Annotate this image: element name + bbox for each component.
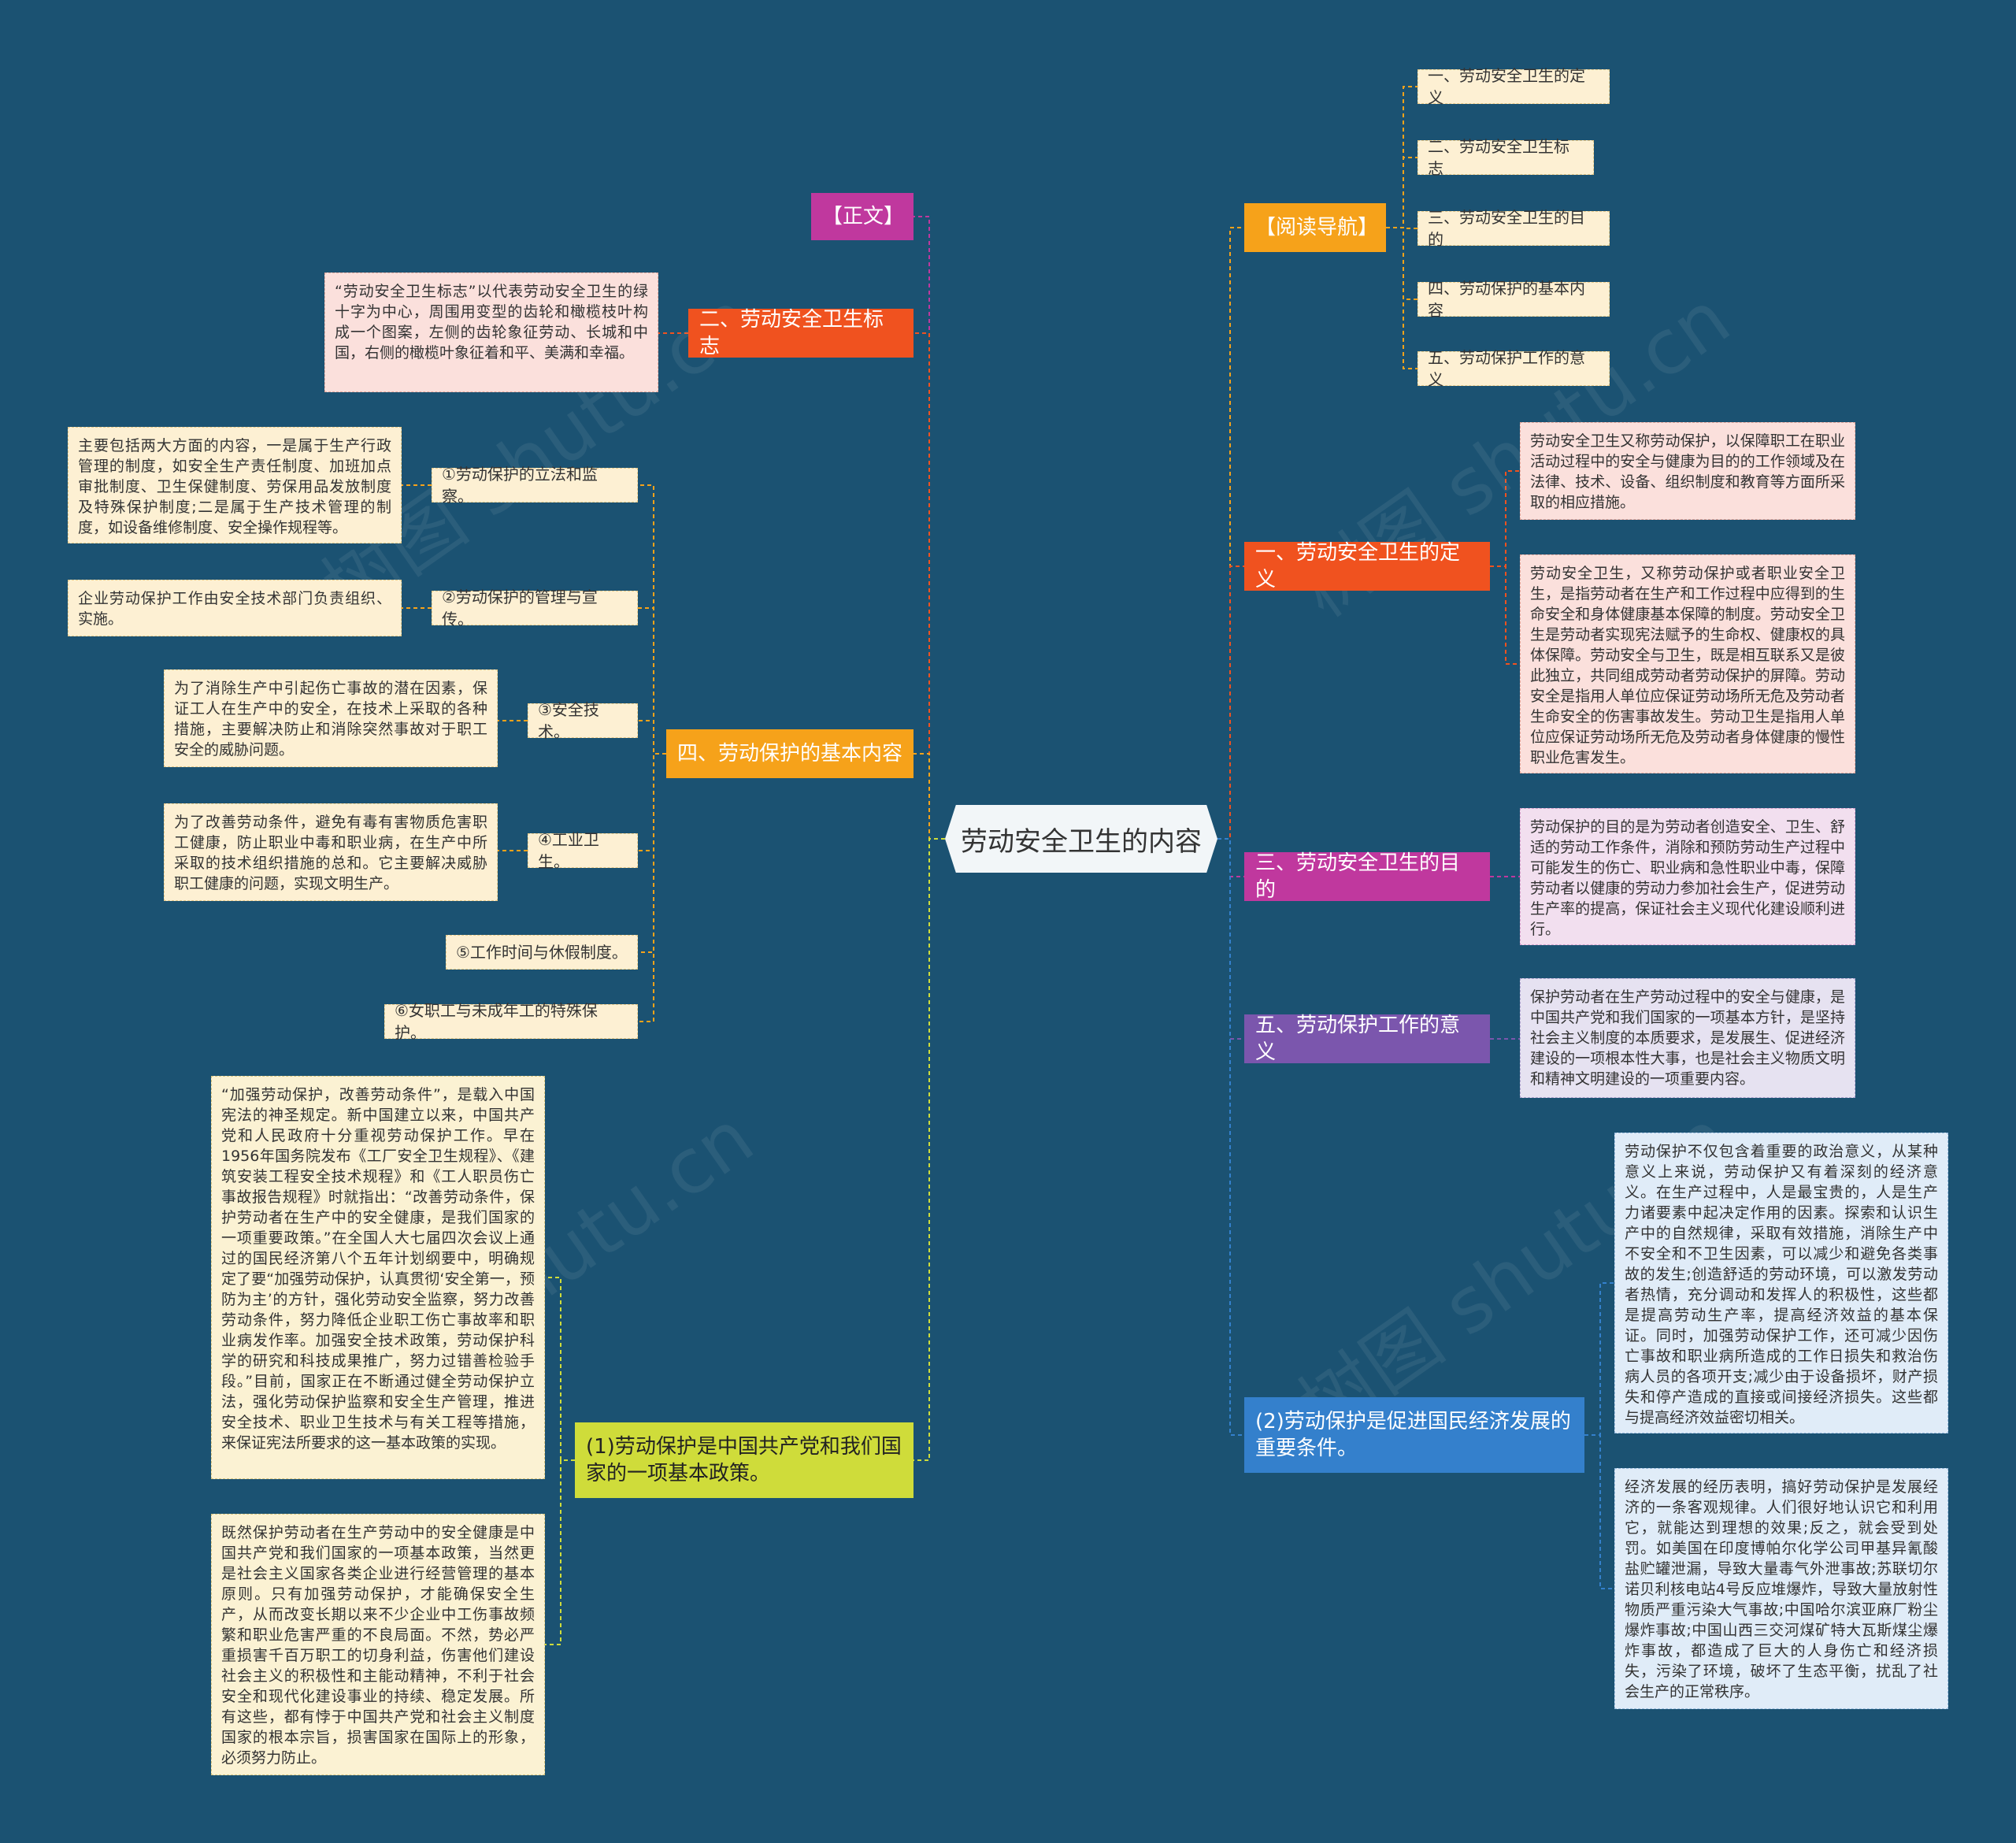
guide-item-2[interactable]: 二、劳动安全卫生标志: [1418, 137, 1594, 178]
connector-line: [1584, 1282, 1614, 1436]
connector-line: [914, 838, 945, 1461]
topic-safety-sign[interactable]: 二、劳动安全卫生标志: [688, 308, 914, 358]
connector-line: [1490, 566, 1520, 665]
guide-item-4[interactable]: 四、劳动保护的基本内容: [1418, 279, 1610, 320]
note-management: 企业劳动保护工作由安全技术部门负责组织、实施。: [68, 580, 402, 636]
note-safety-sign: “劳动安全卫生标志”以代表劳动安全卫生的绿十字为中心，周围用变型的齿轮和橄榄枝叶…: [324, 273, 658, 392]
note-significance: 保护劳动者在生产劳动过程中的安全与健康，是中国共产党和我们国家的一项基本方针，是…: [1520, 978, 1855, 1098]
connector-line: [1217, 838, 1244, 1040]
connector-line: [1217, 227, 1244, 840]
connector-line: [914, 753, 945, 840]
note-industrial-hygiene: 为了改善劳动条件，避免有毒有害物质危害职工健康，防止职业中毒和职业病，在生产中所…: [164, 803, 498, 901]
topic-basic-policy[interactable]: (1)劳动保护是中国共产党和我们国家的一项基本政策。: [575, 1422, 914, 1498]
topic-definition[interactable]: 一、劳动安全卫生的定义: [1244, 541, 1490, 591]
subtopic-working-hours[interactable]: ⑤工作时间与休假制度。: [446, 935, 638, 970]
connector-line: [1217, 838, 1244, 1436]
topic-economic-condition[interactable]: (2)劳动保护是促进国民经济发展的重要条件。: [1244, 1397, 1584, 1473]
note-economic-1: 劳动保护不仅包含着重要的政治意义，从某种意义上来说，劳动保护又有着深刻的经济意义…: [1614, 1133, 1948, 1433]
connector-line: [638, 753, 666, 851]
note-policy-1: “加强劳动保护，改善劳动条件”，是载入中国宪法的神圣规定。新中国建立以来，中国共…: [211, 1076, 545, 1479]
topic-basic-content[interactable]: 四、劳动保护的基本内容: [666, 729, 914, 778]
connector-line: [1386, 227, 1418, 369]
connector-line: [1386, 157, 1418, 228]
note-policy-2: 既然保护劳动者在生产劳动中的安全健康是中国共产党和我们国家的一项基本政策，当然更…: [211, 1514, 545, 1775]
root-topic[interactable]: 劳动安全卫生的内容: [945, 805, 1217, 873]
note-purpose: 劳动保护的目的是为劳动者创造安全、卫生、舒适的劳动工作条件，消除和预防劳动生产过…: [1520, 808, 1855, 945]
guide-item-5[interactable]: 五、劳动保护工作的意义: [1418, 348, 1610, 389]
topic-purpose[interactable]: 三、劳动安全卫生的目的: [1244, 851, 1490, 902]
connector-line: [1584, 1434, 1614, 1589]
connector-line: [1386, 86, 1418, 228]
connector-line: [1490, 470, 1520, 567]
subtopic-special-protection[interactable]: ⑥女职工与未成年工的特殊保护。: [384, 1001, 638, 1042]
connector-line: [545, 1277, 575, 1461]
guide-item-3[interactable]: 三、劳动安全卫生的目的: [1418, 208, 1610, 249]
connector-line: [1217, 566, 1244, 840]
connector-line: [638, 753, 666, 953]
connector-line: [638, 607, 666, 755]
subtopic-safety-tech[interactable]: ③安全技术。: [528, 700, 638, 741]
guide-item-1[interactable]: 一、劳动安全卫生的定义: [1418, 66, 1610, 107]
topic-significance[interactable]: 五、劳动保护工作的意义: [1244, 1014, 1490, 1064]
subtopic-legislation[interactable]: ①劳动保护的立法和监察。: [432, 465, 638, 506]
topic-reading-guide[interactable]: 【阅读导航】: [1244, 203, 1386, 252]
note-definition-2: 劳动安全卫生，又称劳动保护或者职业安全卫生，是指劳动者在生产和工作过程中应得到的…: [1520, 554, 1855, 773]
subtopic-management[interactable]: ②劳动保护的管理与宣传。: [432, 588, 638, 629]
note-legislation: 主要包括两大方面的内容，一是属于生产行政管理的制度，如安全生产责任制度、加班加点…: [68, 427, 402, 543]
root-topic-label: 劳动安全卫生的内容: [961, 825, 1202, 858]
subtopic-industrial-hygiene[interactable]: ④工业卫生。: [528, 830, 638, 871]
topic-zhengwen[interactable]: 【正文】: [811, 193, 914, 240]
connector-line: [638, 720, 666, 755]
connector-line: [545, 1459, 575, 1645]
note-safety-tech: 为了消除生产中引起伤亡事故的潜在因素，保证工人在生产中的安全，在技术上采取的各种…: [164, 669, 498, 767]
connector-line: [1386, 227, 1418, 300]
note-definition-1: 劳动安全卫生又称劳动保护，以保障职工在职业活动过程中的安全与健康为目的的工作领域…: [1520, 422, 1855, 520]
connector-line: [638, 484, 666, 755]
connector-line: [914, 332, 945, 840]
note-economic-2: 经济发展的经历表明，搞好劳动保护是发展经济的一条客观规律。人们很好地认识它和利用…: [1614, 1468, 1948, 1709]
connector-line: [638, 753, 666, 1022]
